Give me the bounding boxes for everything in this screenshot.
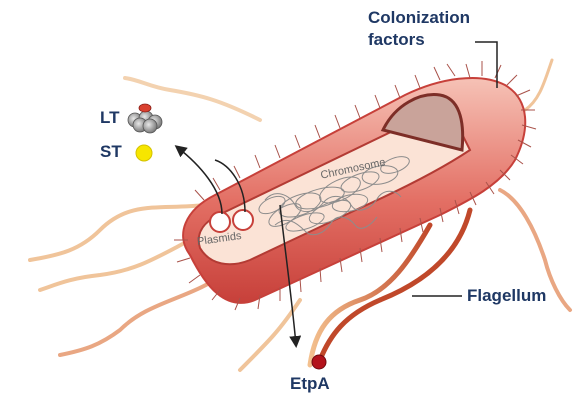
lt-toxin-icon xyxy=(128,104,162,133)
flagellum-left-upper xyxy=(30,205,205,260)
flagellum-left-lower xyxy=(60,270,230,355)
etpa-label: EtpA xyxy=(290,374,330,394)
colonization-factors-label-line2: factors xyxy=(368,30,425,50)
etpa-icon xyxy=(312,355,326,369)
flagellum-right-top xyxy=(525,60,552,110)
flagellum-left-mid xyxy=(40,235,200,290)
st-label: ST xyxy=(100,142,122,162)
st-toxin-icon xyxy=(136,145,152,161)
lt-label: LT xyxy=(100,108,120,128)
flagellum-label: Flagellum xyxy=(467,286,546,306)
bacterium-body xyxy=(174,61,536,310)
colonization-factors-label-line1: Colonization xyxy=(368,8,470,28)
plasmid-2 xyxy=(233,210,253,230)
flagellum-bottom xyxy=(240,300,300,370)
plasmid-1 xyxy=(210,212,230,232)
